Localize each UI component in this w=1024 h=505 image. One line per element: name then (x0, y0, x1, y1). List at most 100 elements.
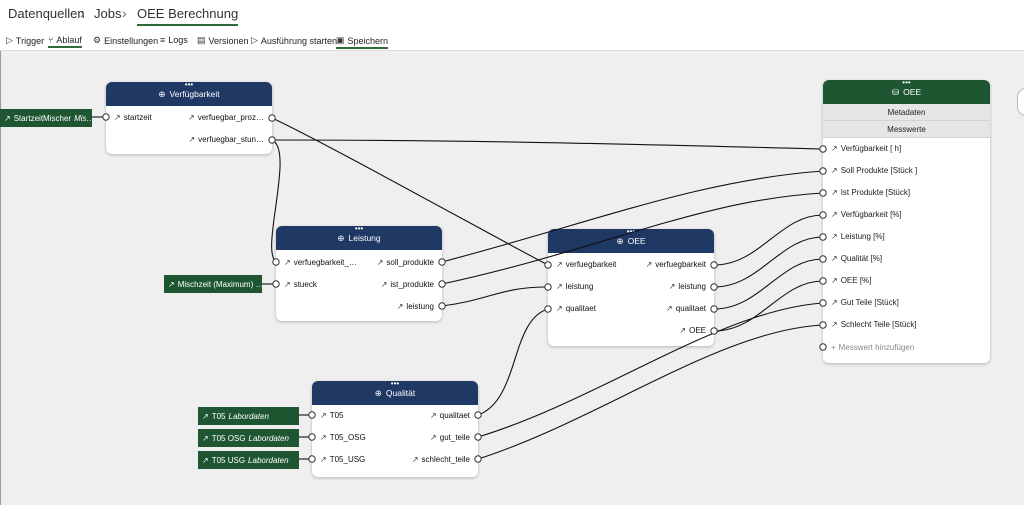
node-header[interactable]: ••• ⊕ OEE (548, 227, 714, 253)
source-startzeit[interactable]: ↗ StartzeitMischer Mis… (0, 109, 95, 127)
node-header[interactable]: ••• ⛁ OEE (823, 78, 990, 104)
measure-row[interactable]: ↗Soll Produkte [Stück ] (823, 166, 990, 175)
globe-icon: ⊕ (158, 88, 166, 99)
node-header[interactable]: ••• ⊕ Leistung (276, 224, 442, 250)
metadaten-section[interactable]: Metadaten (823, 104, 990, 121)
measure-row[interactable]: ↗Schlecht Teile [Stück] (823, 320, 990, 329)
node-leistung[interactable]: ••• ⊕ Leistung ↗verfuegbarkeit_… ↗stueck… (276, 224, 442, 321)
drag-handle-icon[interactable]: ••• (354, 224, 364, 233)
node-title: Leistung (348, 233, 381, 243)
toolbar: ▷ Trigger ⑂ Ablauf ⚙ Einstellungen ≡ Log… (0, 31, 1024, 51)
tab-versionen[interactable]: ▤ Versionen (197, 35, 249, 46)
port-out-verfuegbarkeit[interactable]: ↗verfuegbarkeit (646, 260, 706, 269)
port-in-t05[interactable]: ↗T05 (320, 411, 344, 420)
port-label: T05_USG (329, 455, 366, 464)
port-out-verfuegbar-proz[interactable]: ↗verfuegbar_proz… (188, 113, 264, 122)
port-in-startzeit[interactable]: ↗startzeit (114, 113, 152, 122)
measure-row[interactable]: ↗OEE [%] (823, 276, 990, 285)
port-out-schlecht-teile[interactable]: ↗schlecht_teile (412, 455, 470, 464)
node-title: Qualität (385, 388, 416, 398)
trend-icon: ↗ (411, 455, 419, 464)
port-label: leistung (565, 282, 594, 291)
drag-handle-icon[interactable]: ••• (902, 78, 911, 87)
database-icon: ⛁ (891, 86, 900, 97)
trend-icon: ↗ (188, 135, 196, 144)
port-in-verfuegbarkeit[interactable]: ↗verfuegbarkeit (556, 260, 616, 269)
source-t05-usg[interactable]: ↗ T05 USG Labordaten (198, 451, 299, 469)
port-in-qualitaet[interactable]: ↗qualitaet (556, 304, 596, 313)
port-label: verfuegbar_proz… (197, 113, 264, 122)
globe-icon: ⊕ (616, 235, 624, 246)
breadcrumb-jobs[interactable]: Jobs (94, 6, 122, 21)
source-sublabel: Labordaten (248, 433, 289, 443)
collapse-handle[interactable] (1017, 88, 1024, 116)
tab-logs[interactable]: ≡ Logs (160, 35, 188, 45)
tab-trigger[interactable]: ▷ Trigger (6, 35, 44, 46)
source-t05[interactable]: ↗ T05 Labordaten (198, 407, 299, 425)
add-measure-button[interactable]: +Messwert hinzufügen (823, 343, 990, 352)
port-out-qualitaet[interactable]: ↗qualitaet (666, 304, 706, 313)
measure-row[interactable]: ↗Qualität [%] (823, 254, 990, 263)
trend-icon: ↗ (320, 411, 327, 420)
flow-icon: ⑂ (48, 35, 54, 45)
port-out-oee[interactable]: ↗OEE (679, 326, 706, 335)
measure-row[interactable]: ↗Ist Produkte [Stück] (823, 188, 990, 197)
source-label: Mischzeit (Maximum) … (177, 279, 264, 289)
versions-icon: ▤ (197, 35, 206, 45)
port-out-soll-produkte[interactable]: ↗soll_produkte (377, 258, 434, 267)
port-out-qualitaet[interactable]: ↗qualitaet (430, 411, 470, 420)
port-in-t05-usg[interactable]: ↗T05_USG (320, 455, 365, 464)
drag-handle-icon[interactable]: ••• (390, 379, 400, 388)
node-oee[interactable]: ••• ⊕ OEE ↗verfuegbarkeit ↗leistung ↗qua… (548, 227, 714, 346)
trend-icon: ↗ (320, 433, 327, 442)
trend-icon: ↗ (666, 304, 673, 313)
node-oee-target[interactable]: ••• ⛁ OEE Metadaten Messwerte ↗Verfügbar… (823, 78, 990, 363)
port-in-t05-osg[interactable]: ↗T05_OSG (320, 433, 366, 442)
source-mischzeit[interactable]: ↗ Mischzeit (Maximum) … (164, 275, 264, 293)
port-in-leistung[interactable]: ↗leistung (556, 282, 593, 291)
port-in-stueck[interactable]: ↗stueck (284, 280, 317, 289)
port-out-leistung[interactable]: ↗leistung (669, 282, 706, 291)
trend-icon: ↗ (831, 210, 838, 219)
measure-row[interactable]: ↗Verfügbarkeit [ h] (823, 144, 990, 153)
trend-icon: ↗ (831, 320, 838, 329)
trend-icon: ↗ (430, 433, 437, 442)
tab-einstellungen[interactable]: ⚙ Einstellungen (93, 35, 158, 46)
port-label: T05 (329, 411, 344, 420)
port-out-gut-teile[interactable]: ↗gut_teile (430, 433, 470, 442)
port-label: schlecht_teile (421, 455, 470, 464)
node-header[interactable]: ••• ⊕ Qualität (312, 379, 478, 405)
run-button[interactable]: ▷ Ausführung starten (251, 35, 337, 46)
port-out-ist-produkte[interactable]: ↗ist_produkte (381, 280, 434, 289)
breadcrumb-separator: › (80, 5, 85, 21)
trend-icon: ↗ (284, 280, 291, 289)
node-verfuegbarkeit[interactable]: ••• ⊕ Verfügbarkeit ↗startzeit ↗verfuegb… (106, 80, 272, 154)
drag-handle-icon[interactable]: ••• (626, 227, 636, 236)
trend-icon: ↗ (831, 298, 838, 307)
tab-ablauf[interactable]: ⑂ Ablauf (48, 35, 82, 48)
trend-icon: ↗ (202, 411, 209, 421)
port-out-verfuegbar-stun[interactable]: ↗verfuegbar_stun… (188, 135, 264, 144)
node-header[interactable]: ••• ⊕ Verfügbarkeit (106, 80, 272, 106)
trend-icon: ↗ (645, 260, 653, 269)
node-qualitaet[interactable]: ••• ⊕ Qualität ↗T05 ↗T05_OSG ↗T05_USG ↗q… (312, 379, 478, 477)
port-in-verfuegbarkeit[interactable]: ↗verfuegbarkeit_… (284, 258, 357, 267)
save-button[interactable]: ▣ Speichern (336, 35, 389, 49)
save-icon: ▣ (336, 35, 345, 45)
tab-label: Speichern (347, 35, 389, 46)
measure-row[interactable]: ↗Verfügbarkeit [%] (823, 210, 990, 219)
drag-handle-icon[interactable]: ••• (184, 80, 194, 89)
measure-label: OEE [%] (840, 276, 872, 285)
messwerte-section[interactable]: Messwerte (823, 121, 990, 138)
source-t05-osg[interactable]: ↗ T05 OSG Labordaten (198, 429, 299, 447)
port-label: verfuegbarkeit_… (293, 258, 357, 267)
breadcrumb-datenquellen[interactable]: Datenquellen (8, 6, 85, 21)
source-label: T05 OSG (211, 433, 246, 443)
trend-icon: ↗ (556, 260, 563, 269)
tab-label: Versionen (208, 35, 249, 46)
trend-icon: ↗ (396, 302, 404, 311)
measure-row[interactable]: ↗Leistung [%] (823, 232, 990, 241)
port-out-leistung[interactable]: ↗leistung (397, 302, 434, 311)
measure-row[interactable]: ↗Gut Teile [Stück] (823, 298, 990, 307)
port-label: OEE (689, 326, 706, 335)
